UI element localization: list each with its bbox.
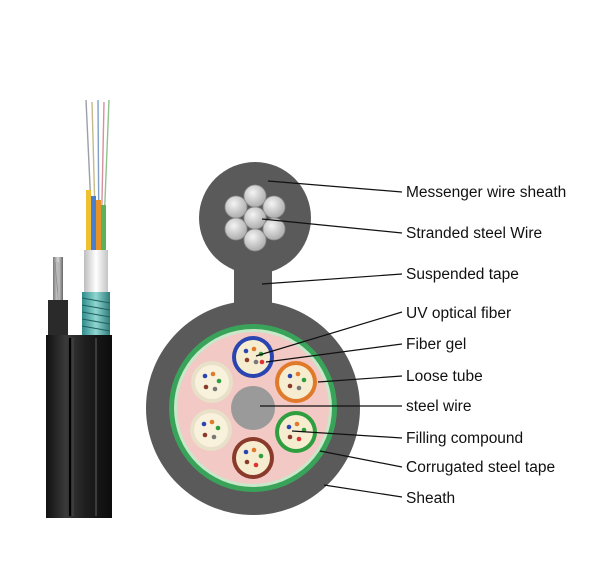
label-steel-wire: steel wire	[406, 398, 471, 415]
loose-tube-green	[101, 205, 106, 265]
loose-tube-yellow	[86, 190, 91, 260]
water-blocking-tape	[84, 250, 108, 295]
outer-sheath-side	[46, 335, 112, 518]
label-suspended-tape: Suspended tape	[406, 266, 519, 283]
loose-tubes	[190, 336, 317, 479]
loose-tube-orange	[96, 200, 101, 264]
label-stranded-steel-wire: Stranded steel Wire	[406, 225, 542, 242]
label-uv-optical-fiber: UV optical fiber	[406, 305, 511, 322]
loose-tube-blue	[91, 196, 96, 262]
label-messenger-wire-sheath: Messenger wire sheath	[406, 184, 566, 201]
messenger-sheath-cut	[48, 300, 68, 340]
cable-side-view	[46, 99, 112, 518]
label-fiber-gel: Fiber gel	[406, 336, 466, 353]
cable-cross-section	[146, 162, 360, 515]
labels: Messenger wire sheath Stranded steel Wir…	[406, 184, 566, 507]
label-corrugated-steel-tape: Corrugated steel tape	[406, 459, 555, 476]
central-steel-wire	[231, 386, 275, 430]
label-filling-compound: Filling compound	[406, 430, 523, 447]
label-loose-tube: Loose tube	[406, 368, 483, 385]
fibers-in-tubes	[201, 346, 307, 468]
stranded-steel-wires	[224, 184, 286, 252]
leader-lines	[255, 180, 403, 498]
label-sheath: Sheath	[406, 490, 455, 507]
